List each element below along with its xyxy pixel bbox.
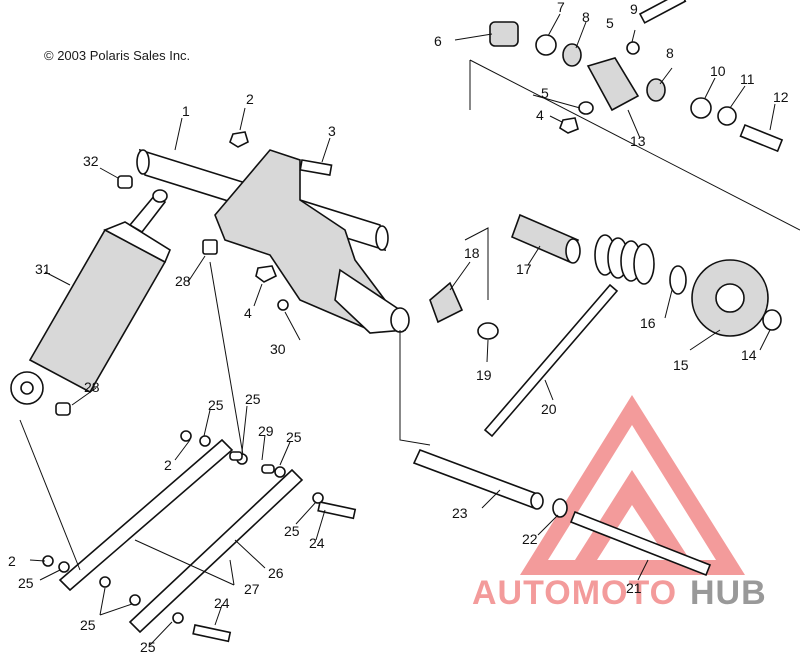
washers xyxy=(58,435,324,624)
callout-23: 23 xyxy=(452,505,468,521)
callout-15: 15 xyxy=(673,357,689,373)
torque-arm-assembly xyxy=(136,148,410,334)
callout-32: 32 xyxy=(83,153,99,169)
callout-3: 3 xyxy=(328,123,336,139)
callout-25e: 25 xyxy=(18,575,34,591)
lower-shafts xyxy=(412,448,712,577)
callout-18: 18 xyxy=(464,245,480,261)
callout-29: 29 xyxy=(258,423,274,439)
callout-2b: 2 xyxy=(164,457,172,473)
callout-30: 30 xyxy=(270,341,286,357)
callout-16: 16 xyxy=(640,315,656,331)
callout-24b: 24 xyxy=(214,595,230,611)
callout-14: 14 xyxy=(741,347,757,363)
callout-10: 10 xyxy=(710,63,726,79)
callout-9: 9 xyxy=(630,1,638,17)
small-hardware xyxy=(55,131,333,416)
callout-26: 26 xyxy=(268,565,284,581)
callout-8a: 8 xyxy=(582,9,590,25)
callout-12: 12 xyxy=(773,89,789,105)
callout-22: 22 xyxy=(522,531,538,547)
callout-19: 19 xyxy=(476,367,492,383)
link-bars xyxy=(42,430,357,643)
callout-2c: 2 xyxy=(8,553,16,569)
spring-assembly xyxy=(429,213,782,438)
callout-11: 11 xyxy=(740,71,755,87)
callout-7: 7 xyxy=(557,0,565,15)
copyright-notice: © 2003 Polaris Sales Inc. xyxy=(44,48,191,63)
watermark-brand-part1: AUTOMOTO xyxy=(472,574,677,612)
callout-8b: 8 xyxy=(666,45,674,61)
callout-24a: 24 xyxy=(309,535,325,551)
watermark-brand-part2: HUB xyxy=(690,574,767,612)
callout-25f: 25 xyxy=(80,617,96,633)
callout-5a: 5 xyxy=(606,15,614,31)
callout-27: 27 xyxy=(244,581,260,597)
callout-25d: 25 xyxy=(284,523,300,539)
callout-4b: 4 xyxy=(244,305,252,321)
pivot-hardware xyxy=(489,0,784,153)
watermark-logo: AUTOMOTO HUB xyxy=(472,395,767,612)
leader-lines xyxy=(19,13,800,646)
callout-1: 1 xyxy=(182,103,190,119)
callout-28b: 28 xyxy=(84,379,100,395)
callout-17: 17 xyxy=(516,261,532,277)
callout-4a: 4 xyxy=(536,107,544,123)
shock-absorber xyxy=(10,189,171,405)
callout-21: 21 xyxy=(626,580,642,596)
callout-25a: 25 xyxy=(208,397,224,413)
callout-25c: 25 xyxy=(286,429,302,445)
callout-25b: 25 xyxy=(245,391,261,407)
callout-31: 31 xyxy=(35,261,51,277)
callout-6: 6 xyxy=(434,33,442,49)
callout-20: 20 xyxy=(541,401,557,417)
callout-25g: 25 xyxy=(140,639,156,654)
torsion-spring xyxy=(594,234,655,285)
callout-28a: 28 xyxy=(175,273,191,289)
callout-13: 13 xyxy=(630,133,646,149)
callout-2: 2 xyxy=(246,91,254,107)
callout-labels: 1 2 3 32 6 7 8 9 5 8 10 11 12 5 4 13 18 … xyxy=(8,0,789,654)
callout-5b: 5 xyxy=(541,85,549,101)
